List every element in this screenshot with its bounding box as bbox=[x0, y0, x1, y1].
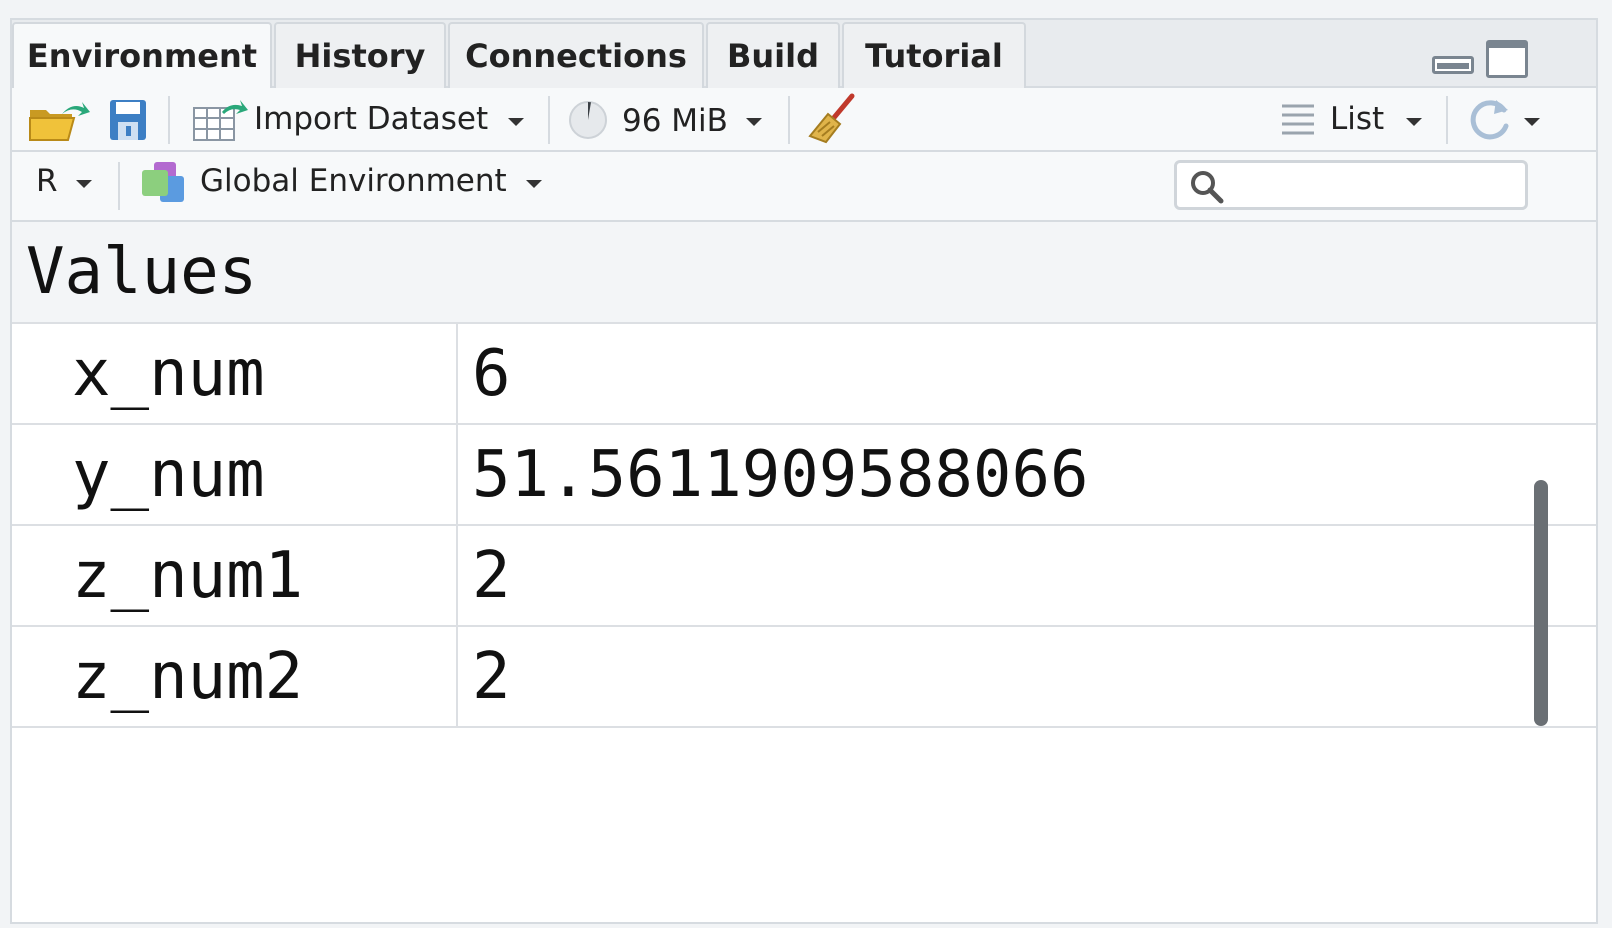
open-folder-icon[interactable] bbox=[28, 100, 90, 142]
save-icon[interactable] bbox=[108, 98, 148, 142]
broom-icon[interactable] bbox=[808, 92, 858, 144]
vertical-scrollbar[interactable] bbox=[1534, 480, 1548, 726]
memory-pie-icon[interactable] bbox=[568, 100, 608, 140]
view-mode-dropdown[interactable] bbox=[1406, 118, 1422, 126]
import-dataset-button[interactable]: Import Dataset bbox=[254, 101, 489, 137]
tab-build[interactable]: Build bbox=[706, 22, 840, 88]
toolbar-separator bbox=[1446, 96, 1448, 144]
toolbar-separator bbox=[118, 162, 120, 210]
refresh-dropdown[interactable] bbox=[1524, 118, 1540, 126]
environment-selector-bar: R Global Environment bbox=[12, 152, 1596, 222]
variable-name: z_num2 bbox=[72, 640, 304, 714]
tab-history[interactable]: History bbox=[274, 22, 446, 88]
table-row[interactable]: y_num 51.5611909588066 bbox=[12, 425, 1596, 526]
variable-value: 6 bbox=[472, 337, 511, 411]
toolbar-separator bbox=[788, 96, 790, 144]
variable-value: 2 bbox=[472, 640, 511, 714]
variable-value: 51.5611909588066 bbox=[472, 438, 1089, 512]
values-section-header[interactable]: Values bbox=[12, 222, 1596, 324]
language-selector[interactable]: R bbox=[36, 163, 58, 199]
variable-value: 2 bbox=[472, 539, 511, 613]
refresh-icon[interactable] bbox=[1466, 96, 1514, 144]
list-icon bbox=[1282, 104, 1314, 135]
table-row[interactable]: z_num2 2 bbox=[12, 627, 1596, 728]
table-row[interactable]: z_num1 2 bbox=[12, 526, 1596, 627]
tab-environment[interactable]: Environment bbox=[12, 22, 272, 90]
environment-icon bbox=[142, 162, 184, 202]
table-row[interactable]: x_num 6 bbox=[12, 324, 1596, 425]
column-divider bbox=[456, 324, 458, 728]
view-mode-button[interactable]: List bbox=[1330, 101, 1385, 137]
values-list: x_num 6 y_num 51.5611909588066 z_num1 2 … bbox=[12, 324, 1596, 728]
tab-bar: Environment History Connections Build Tu… bbox=[12, 20, 1596, 90]
environment-dropdown[interactable] bbox=[526, 180, 542, 188]
environment-selector[interactable]: Global Environment bbox=[200, 163, 507, 199]
memory-dropdown[interactable] bbox=[746, 118, 762, 126]
memory-usage-button[interactable]: 96 MiB bbox=[622, 103, 728, 139]
maximize-pane-button[interactable] bbox=[1486, 40, 1528, 78]
import-dataset-icon[interactable] bbox=[192, 98, 250, 142]
tab-tutorial[interactable]: Tutorial bbox=[842, 22, 1026, 88]
section-title: Values bbox=[26, 235, 258, 309]
search-box[interactable] bbox=[1174, 160, 1528, 210]
minimize-pane-button[interactable] bbox=[1432, 56, 1474, 74]
toolbar-separator bbox=[548, 96, 550, 144]
toolbar-separator bbox=[168, 96, 170, 144]
search-input[interactable] bbox=[1231, 167, 1515, 205]
environment-toolbar: Import Dataset 96 MiB List bbox=[12, 88, 1596, 152]
tab-connections[interactable]: Connections bbox=[448, 22, 704, 88]
environment-pane: Environment History Connections Build Tu… bbox=[10, 18, 1598, 924]
search-icon bbox=[1191, 171, 1224, 204]
variable-name: y_num bbox=[72, 438, 265, 512]
import-dataset-dropdown[interactable] bbox=[508, 118, 524, 126]
variable-name: x_num bbox=[72, 337, 265, 411]
language-dropdown[interactable] bbox=[76, 180, 92, 188]
variable-name: z_num1 bbox=[72, 539, 304, 613]
